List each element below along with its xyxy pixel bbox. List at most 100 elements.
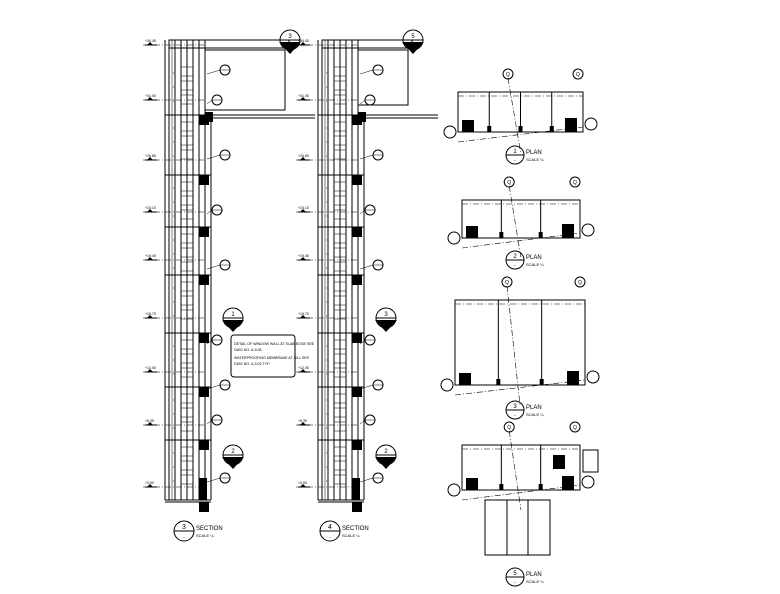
callout-arrow — [402, 42, 424, 54]
window-frame — [180, 261, 194, 272]
grid-label: Q — [576, 72, 580, 78]
slab-edge — [352, 175, 362, 185]
post — [487, 126, 492, 132]
parapet-box — [204, 49, 286, 111]
plan-scale: SCALE ¼ — [526, 157, 544, 162]
dim-tick: ı — [173, 358, 174, 362]
level-triangle — [147, 209, 153, 212]
callout-arrow — [222, 457, 244, 469]
level-label: +31.05 — [145, 94, 156, 98]
slab-edge — [199, 227, 209, 237]
slab-edge — [352, 227, 362, 237]
section-scale: SCALE ¼ — [196, 533, 214, 538]
window-frame — [180, 393, 194, 404]
window-frame — [333, 247, 347, 258]
plan-number: 5 — [513, 571, 517, 577]
slab-edge — [199, 387, 209, 397]
dim-tick: ı — [173, 286, 174, 290]
section-3-drawing: +34.45+31.05+26.85+23.15+19.45+15.75+12.… — [143, 29, 315, 512]
dim-tick: ı — [326, 71, 327, 75]
level-label: +26.85 — [145, 154, 156, 158]
dim-tick: ı — [173, 412, 174, 416]
grid-label: Q — [505, 280, 509, 286]
window-frame — [180, 353, 194, 364]
level-label: +23.15 — [298, 206, 309, 210]
leader-line — [359, 339, 366, 345]
dim-tick: ı — [326, 140, 327, 144]
window-frame — [333, 460, 347, 471]
dim-tick: ı — [326, 300, 327, 304]
grid-label: Q — [573, 425, 577, 431]
grid-bubble — [502, 68, 514, 80]
dim-tick: ı — [173, 85, 174, 89]
plan-title: PLAN — [526, 150, 542, 156]
level-triangle — [300, 422, 306, 425]
window-frame — [180, 181, 194, 192]
window-frame — [180, 407, 194, 418]
callout-number: 1 — [231, 312, 235, 318]
column — [462, 120, 474, 132]
note-line-2: DWG NO. A-5.08 — [234, 348, 262, 352]
grid-bubble — [569, 176, 581, 188]
plan-number: 3 — [513, 404, 517, 410]
detail-bubble — [581, 223, 595, 237]
dim-tick: ı — [326, 398, 327, 402]
slab-edge — [199, 275, 209, 285]
column — [565, 118, 577, 132]
sheet-ref: - — [514, 263, 516, 269]
sheet-ref: - — [514, 580, 516, 586]
dim-tick: ı — [326, 99, 327, 103]
window-frame — [333, 281, 347, 292]
window-frame — [180, 295, 194, 306]
window-frame — [180, 446, 194, 457]
section-number: 4 — [328, 524, 332, 531]
plan-1-title: 1 - PLAN SCALE ¼ — [505, 145, 544, 165]
base-column — [352, 478, 360, 500]
grid-bubble — [574, 276, 586, 288]
leader-line — [206, 154, 221, 160]
section-number: 3 — [182, 524, 186, 531]
window-frame — [180, 94, 194, 105]
level-label: +26.85 — [298, 154, 309, 158]
dim-tick: ı — [173, 238, 174, 242]
window-frame — [180, 209, 194, 220]
window-frame — [180, 247, 194, 258]
column — [466, 226, 478, 238]
dim-tick: ı — [173, 451, 174, 455]
column — [459, 373, 471, 385]
window-frame — [333, 421, 347, 432]
plan-scale: SCALE ¼ — [526, 579, 544, 584]
plan-outline — [454, 299, 586, 386]
leader-line — [359, 477, 374, 483]
plan-5-title: 5 - PLAN SCALE ¼ — [505, 567, 544, 587]
plan-scale: SCALE ¼ — [526, 412, 544, 417]
grid-axis — [508, 430, 522, 511]
note-line-1: DETAIL OF WINDOW WALL AT SLAB EDGE SEE — [234, 342, 315, 346]
window-frame — [333, 474, 347, 485]
window-frame — [180, 309, 194, 320]
leader-line — [359, 99, 366, 105]
dim-tick: ı — [173, 479, 174, 483]
detail-bubble — [581, 475, 595, 489]
section-scale: SCALE ¼ — [342, 533, 360, 538]
window-frame — [180, 195, 194, 206]
grid-label: Q — [506, 72, 510, 78]
column — [466, 478, 478, 490]
plan-number: 2 — [513, 254, 517, 260]
section-cut-line — [457, 126, 584, 143]
level-label: +12.05 — [145, 366, 156, 370]
dim-tick: ı — [326, 154, 327, 158]
plan-2-title: 2 - PLAN SCALE ¼ — [505, 250, 544, 270]
plan-outline — [461, 444, 581, 491]
window-frame — [180, 460, 194, 471]
dim-tick: ı — [173, 465, 174, 469]
slab-edge — [199, 115, 209, 125]
window-frame — [180, 233, 194, 244]
window-frame — [333, 367, 347, 378]
level-triangle — [300, 257, 306, 260]
level-label: +34.45 — [145, 39, 156, 43]
dim-tick: ı — [326, 200, 327, 204]
dim-tick: ı — [326, 314, 327, 318]
callout-arrow — [279, 42, 301, 54]
